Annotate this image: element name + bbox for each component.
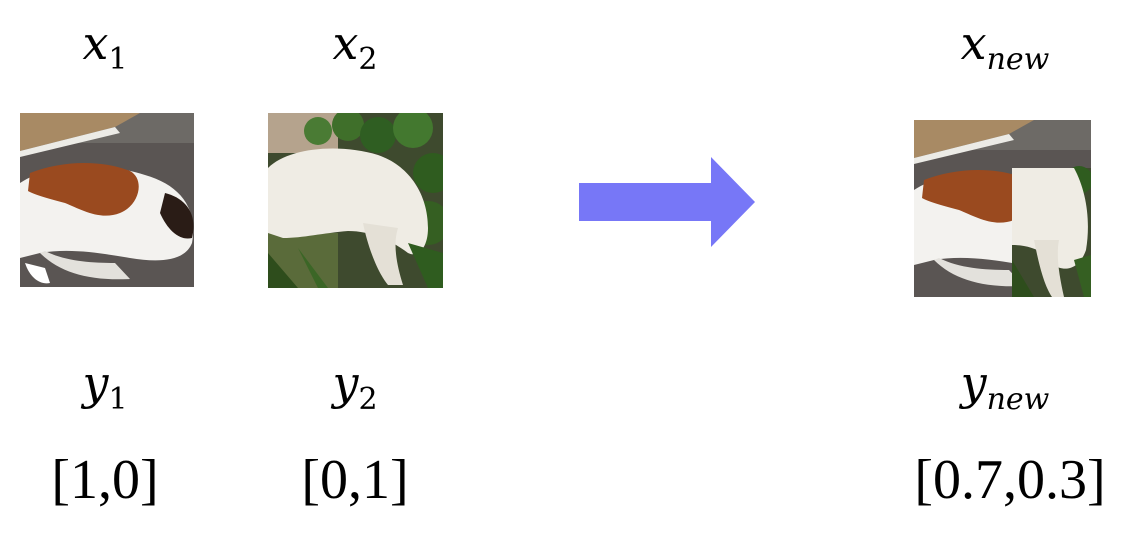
xnew-sub: new	[986, 42, 1050, 77]
arrow-shape	[579, 157, 755, 247]
y1-sub: 1	[108, 382, 128, 417]
x2-var: x	[332, 16, 359, 70]
image-dog-2	[268, 113, 443, 288]
arrow-right-icon	[579, 157, 755, 247]
y2-label: y2	[320, 360, 390, 415]
y2-sub: 2	[358, 382, 378, 417]
xnew-label: xnew	[940, 20, 1070, 75]
y1-label: y1	[70, 360, 140, 415]
image-cutmix	[914, 120, 1091, 297]
x2-sub: 2	[358, 42, 378, 77]
y1-var: y	[82, 356, 109, 410]
ynew-value: [0.7,0.3]	[914, 449, 1106, 511]
y2-value: [0,1]	[301, 449, 409, 511]
x1-label: x1	[70, 20, 140, 75]
ynew-sub: new	[986, 382, 1050, 417]
ynew-label: ynew	[940, 360, 1070, 415]
ynew-var: y	[960, 356, 987, 410]
x1-var: x	[82, 16, 109, 70]
x2-label: x2	[320, 20, 390, 75]
xnew-var: x	[960, 16, 987, 70]
y1-value: [1,0]	[51, 449, 159, 511]
image-dog-1	[20, 113, 194, 287]
y2-var: y	[332, 356, 359, 410]
x1-sub: 1	[108, 42, 128, 77]
